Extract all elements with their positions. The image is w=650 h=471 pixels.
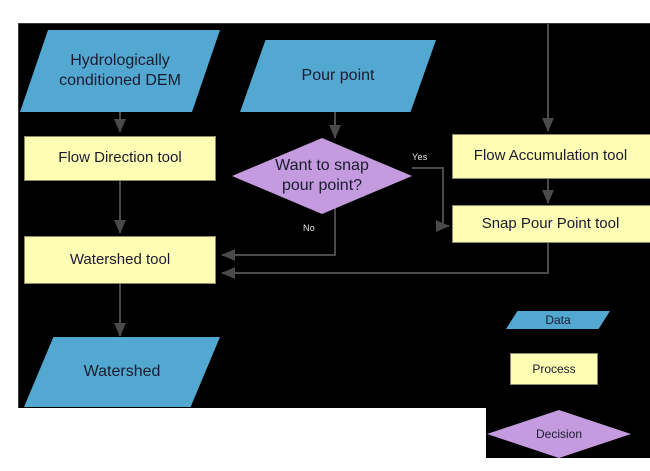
legend-item-decision-label: Decision	[535, 426, 583, 441]
node-want-to-snap-label: Want to snap pour point?	[275, 157, 369, 194]
legend-item-data-label: Data	[545, 312, 571, 327]
branch-label-yes: Yes	[412, 152, 428, 162]
legend-item-process: Process	[510, 353, 598, 385]
node-snap-pour-point[interactable]: Snap Pour Point tool	[452, 205, 650, 243]
branch-label-no: No	[303, 223, 316, 233]
edge-decision-no-to-watershed-tool	[221, 200, 336, 261]
edge-decision-yes-to-snap-pour-point	[412, 167, 450, 232]
node-watershed[interactable]: Watershed	[24, 337, 220, 407]
node-watershed-label: Watershed	[83, 363, 161, 380]
node-want-to-snap[interactable]: Want to snap pour point?	[232, 138, 412, 214]
node-hydro-dem-label: Hydrologically conditioned DEM	[59, 52, 181, 89]
node-watershed-tool[interactable]: Watershed tool	[24, 236, 216, 284]
legend-item-decision: Decision	[487, 410, 631, 458]
edge-snap-pour-point-to-watershed-tool	[221, 242, 549, 279]
node-pour-point-label: Pour point	[301, 67, 375, 84]
legend-item-data: Data	[506, 311, 610, 329]
legend-item-process-label: Process	[532, 361, 576, 376]
node-flow-direction[interactable]: Flow Direction tool	[24, 136, 216, 181]
node-pour-point[interactable]: Pour point	[240, 40, 436, 112]
node-hydro-dem[interactable]: Hydrologically conditioned DEM	[20, 30, 220, 112]
node-watershed-tool-label: Watershed tool	[69, 250, 171, 268]
node-flow-accumulation-label: Flow Accumulation tool	[473, 147, 628, 165]
node-flow-direction-label: Flow Direction tool	[58, 149, 182, 167]
node-snap-pour-point-label: Snap Pour Point tool	[481, 214, 620, 232]
node-flow-accumulation[interactable]: Flow Accumulation tool	[452, 134, 650, 179]
